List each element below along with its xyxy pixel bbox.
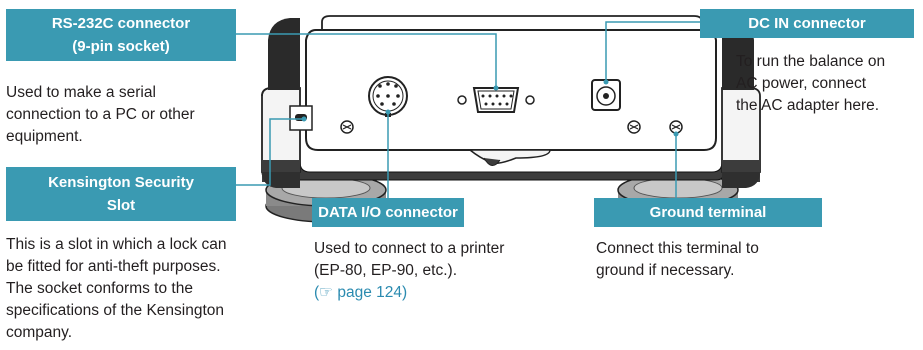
desc-dc-in: To run the balance on AC power, connect … [736,51,885,117]
page-ref-open-paren: ( [314,284,320,301]
page-ref-text: page 124) [333,284,408,301]
leader-kensington [236,118,304,186]
callout-kensington-line2: Slot [106,197,136,214]
desc-ground-line: Connect this terminal to [596,240,759,257]
desc-rs232c-line: equipment. [6,128,83,145]
desc-rs232c-line: Used to make a serial [6,84,156,101]
callout-rs232c: RS-232C connector (9-pin socket) [6,9,236,61]
desc-data-io-line: Used to connect to a printer [314,240,505,257]
desc-rs232c-line: connection to a PC or other [6,106,195,123]
desc-kensington-line: This is a slot in which a lock can [6,236,227,253]
callout-dc-in: DC IN connector [700,9,914,38]
desc-data-io: Used to connect to a printer (EP-80, EP-… [314,238,504,304]
desc-dc-in-line: the AC adapter here. [736,97,880,114]
leader-lines [236,21,700,198]
desc-dc-in-line: To run the balance on [736,53,886,70]
ground-terminal [669,120,683,134]
screws [340,120,641,134]
desc-ground: Connect this terminal to ground if neces… [596,238,759,282]
callout-ground: Ground terminal [594,198,822,227]
desc-kensington: This is a slot in which a lock can be fi… [6,234,227,344]
desc-kensington-line: The socket conforms to the [6,280,193,297]
callout-rs232c-line2: (9-pin socket) [72,38,170,55]
leader-dc-in [605,21,700,82]
desc-rs232c: Used to make a serial connection to a PC… [6,82,195,148]
desc-kensington-line: company. [6,324,73,341]
callout-rs232c-line1: RS-232C connector [51,15,191,32]
callout-dc-in-label: DC IN connector [748,15,866,32]
callout-ground-label: Ground terminal [649,204,767,221]
page-reference-link[interactable]: (☞ page 124) [314,282,504,304]
kensington-slot [289,105,313,131]
callout-data-io-label: DATA I/O connector [318,204,458,221]
desc-dc-in-line: AC power, connect [736,75,867,92]
desc-kensington-line: specifications of the Kensington [6,302,224,319]
callout-kensington-line1: Kensington Security [48,174,194,191]
desc-ground-line: ground if necessary. [596,262,735,279]
leader-rs232c [236,33,497,88]
callout-kensington: Kensington Security Slot [6,167,236,221]
callout-data-io: DATA I/O connector [312,198,464,227]
desc-data-io-line: (EP-80, EP-90, etc.). [314,262,457,279]
book-reference-icon: ☞ [319,284,334,301]
rs232c-socket [457,87,535,113]
desc-kensington-line: be fitted for anti-theft purposes. [6,258,221,275]
